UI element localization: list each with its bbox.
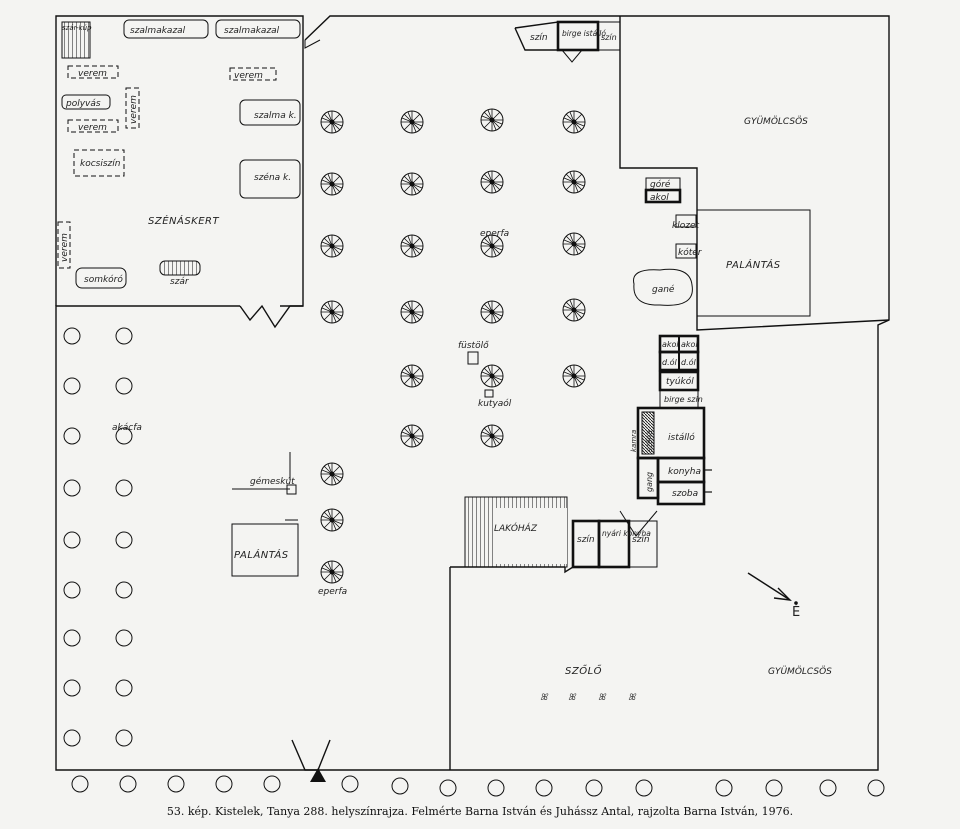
dwelling-house: [449, 496, 658, 770]
label-verem-2: verem: [234, 71, 263, 81]
label-verem-3: verem: [129, 95, 139, 124]
label-dol-2: d.ól: [681, 357, 697, 367]
label-szalmakazal-1: szalmakazal: [130, 26, 186, 36]
label-nyari-konyha: nyári konyha: [602, 529, 651, 538]
label-verem-5: verem: [60, 233, 70, 262]
label-kutyaol: kutyaól: [478, 398, 512, 409]
acacia-trees: [63, 327, 133, 747]
label-koter: kóter: [678, 247, 703, 258]
label-szenaskert: SZÉNÁSKERT: [148, 214, 220, 227]
label-szin-low-right: szín: [632, 535, 650, 545]
label-szoba: szoba: [672, 489, 698, 499]
svg-text:ꕤ: ꕤ: [540, 693, 549, 703]
label-gore: góré: [650, 179, 671, 190]
label-north: É: [792, 604, 800, 620]
label-szalma-k: szalma k.: [254, 111, 297, 121]
label-szarkup: szár-kúp: [62, 24, 92, 32]
label-akol-top: akol: [650, 193, 669, 203]
border-trees: [71, 775, 885, 797]
label-somkoro: somkóró: [84, 274, 123, 285]
label-tyukol: tyúkól: [666, 376, 694, 387]
label-palantas-right: PALÁNTÁS: [726, 258, 781, 271]
figure-caption: 53. kép. Kistelek, Tanya 288. helyszínra…: [166, 805, 794, 818]
label-palantas-left: PALÁNTÁS: [234, 548, 289, 561]
label-szolo: SZŐLŐ: [565, 663, 602, 677]
plan-labels: szár-kúp szalmakazal szalmakazal verem v…: [60, 24, 832, 677]
haystack-area: [57, 19, 301, 289]
label-eperfa-mid: eperfa: [480, 229, 509, 239]
label-birge-szin: birge szín: [664, 395, 703, 404]
label-gemeskut: gémeskút: [250, 476, 295, 487]
label-szalmakazal-2: szalmakazal: [224, 26, 280, 36]
label-akol-1: akol: [662, 340, 679, 349]
label-szin-low-left: szín: [577, 535, 595, 545]
label-szar: szár: [170, 277, 190, 287]
label-kocsiszin: kocsiszín: [80, 159, 121, 169]
north-arrow-icon: [747, 572, 798, 605]
label-szin-top-left: szín: [530, 33, 548, 43]
label-szena-k: széna k.: [254, 172, 291, 183]
label-konyha: konyha: [668, 467, 701, 477]
entrance-gate: [291, 739, 331, 782]
svg-text:ꕤ: ꕤ: [628, 693, 637, 703]
label-eperfa-low: eperfa: [318, 587, 347, 597]
label-gang: gang: [645, 472, 654, 492]
label-gane: gané: [652, 284, 675, 295]
label-szin-top-right: szín: [601, 33, 617, 42]
label-dol-1: d.ól: [662, 357, 678, 367]
label-verem-1: verem: [78, 69, 107, 79]
svg-text:ꕤ: ꕤ: [598, 693, 607, 703]
label-istallo: istálló: [668, 432, 695, 443]
label-verem-4: verem: [78, 123, 107, 133]
label-kamra: kamra: [630, 430, 638, 452]
label-akol-2: akol: [681, 340, 698, 349]
label-szena-room: széna: [645, 430, 654, 452]
label-gyumolcsos-top: GYÜMÖLCSÖS: [744, 116, 808, 127]
property-boundary: [55, 15, 890, 771]
right-outbuildings: [633, 177, 811, 506]
svg-text:ꕤ: ꕤ: [568, 693, 577, 703]
label-polyvas: polyvás: [65, 99, 101, 109]
label-birge-istallo: birge istálló: [562, 29, 606, 38]
label-klozet: klozet: [672, 221, 699, 231]
label-gyumolcsos-bottom: GYÜMÖLCSÖS: [768, 666, 832, 677]
yard-structures: [231, 351, 494, 577]
label-lakohaz: LAKÓHÁZ: [494, 522, 538, 534]
label-fustolo: füstölő: [458, 341, 489, 351]
label-akacfa: akácfa: [112, 423, 142, 433]
